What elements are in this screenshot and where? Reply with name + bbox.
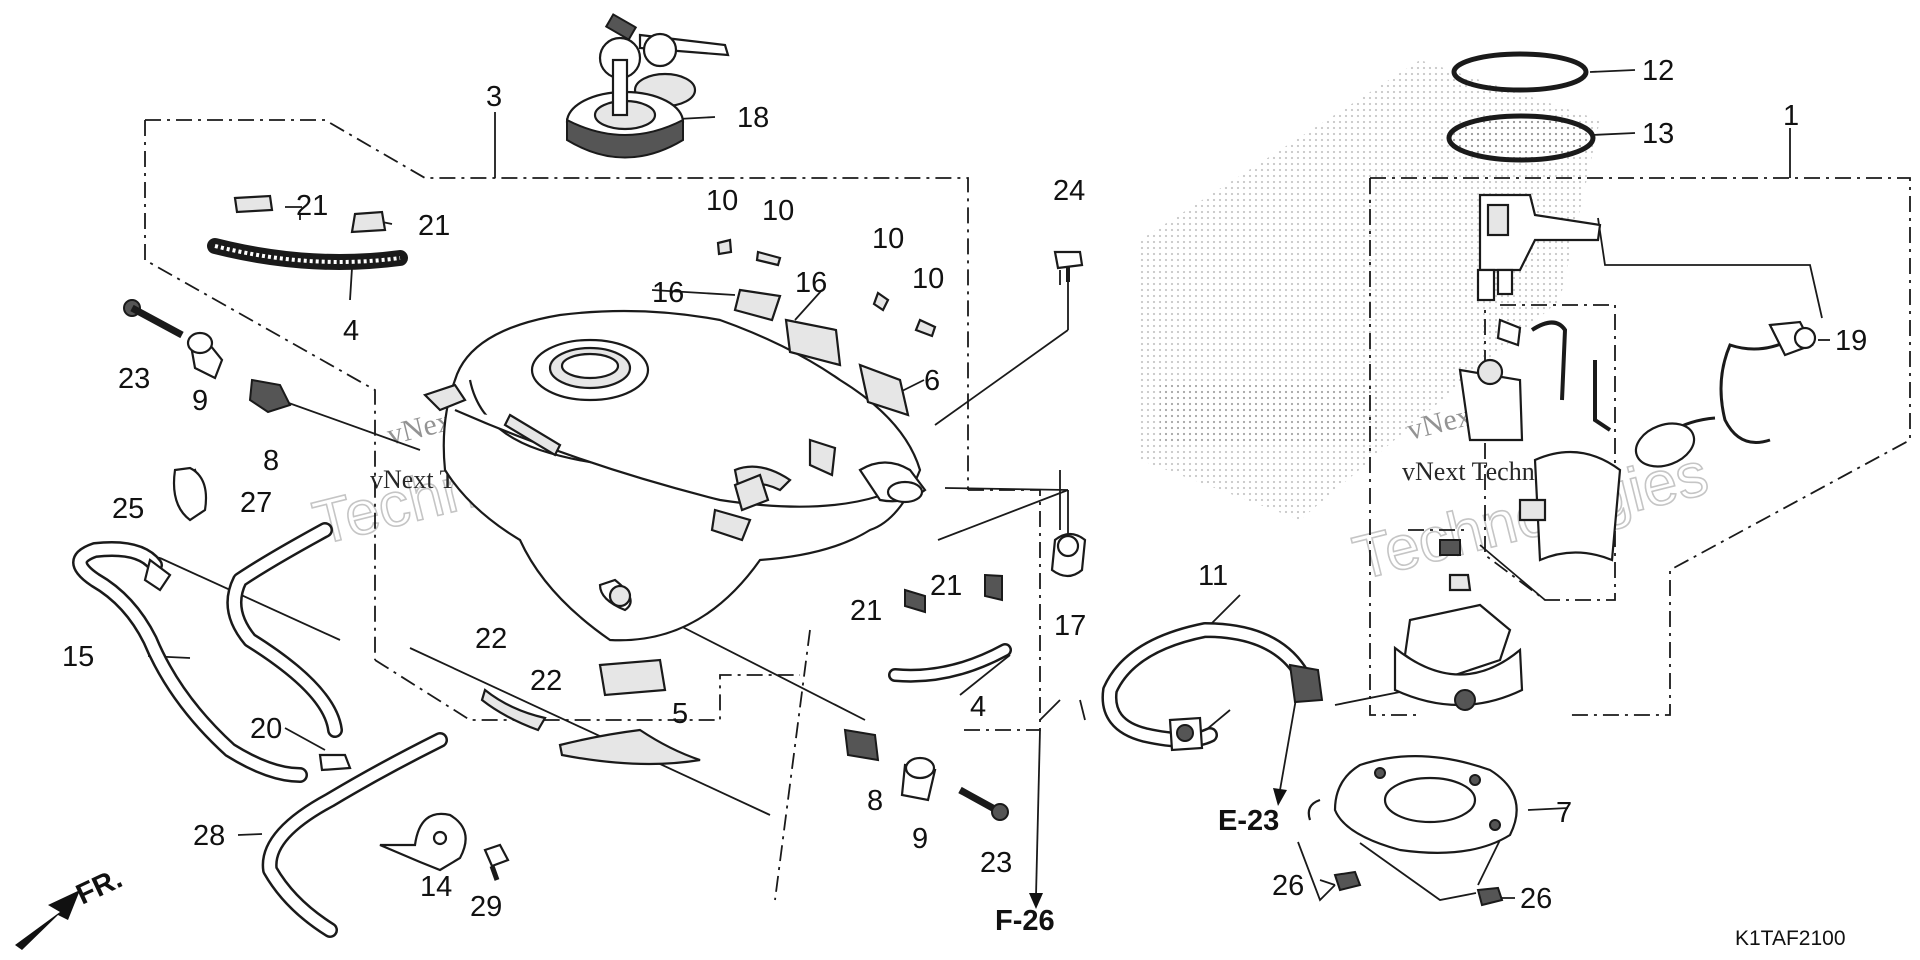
o-rings <box>1446 51 1596 163</box>
callout-26-left: 26 <box>1272 870 1304 902</box>
assembly-outline-pump <box>1369 177 1911 716</box>
callout-24: 24 <box>1053 175 1085 207</box>
direction-label: FR. <box>71 863 127 912</box>
mounting-hardware-right <box>843 250 1087 821</box>
callout-10-c: 10 <box>872 223 904 255</box>
fuel-hose-assembly <box>1101 622 1324 752</box>
reference-f26: F-26 <box>995 905 1055 937</box>
fuel-pump-unit <box>1393 193 1622 711</box>
callout-11: 11 <box>1198 560 1228 592</box>
bracket-and-bolt <box>379 812 510 881</box>
callout-8-left: 8 <box>263 445 279 477</box>
reference-arrows <box>1029 692 1298 909</box>
leader-lines <box>144 69 1830 902</box>
callout-4-top: 4 <box>343 315 359 347</box>
callout-22-b: 22 <box>530 665 562 697</box>
callout-22-a: 22 <box>475 623 507 655</box>
callout-15: 15 <box>62 641 94 673</box>
callout-16-a: 16 <box>652 277 684 309</box>
mounting-hardware-left <box>123 299 292 522</box>
callout-16-b: 16 <box>795 267 827 299</box>
callout-numbers: 1 3 4 4 5 6 7 8 8 9 9 10 10 10 10 11 12 … <box>62 55 1867 923</box>
callout-23-left: 23 <box>118 363 150 395</box>
callout-21-b: 21 <box>418 210 450 242</box>
reference-e23: E-23 <box>1218 805 1279 837</box>
callout-9-right: 9 <box>912 823 928 855</box>
callout-21-a: 21 <box>296 190 328 222</box>
under-tank-strips <box>480 658 701 766</box>
callout-17: 17 <box>1054 610 1086 642</box>
callout-4-bottom: 4 <box>970 691 986 723</box>
callout-10-a: 10 <box>706 185 738 217</box>
fuel-tank <box>422 309 927 642</box>
callout-10-d: 10 <box>912 263 944 295</box>
callout-3: 3 <box>486 81 502 113</box>
callout-13: 13 <box>1642 118 1674 150</box>
stickers-labels <box>716 238 937 417</box>
fuel-cap-with-keys <box>565 13 730 159</box>
rubber-strip-top <box>207 194 408 270</box>
callout-1: 1 <box>1783 100 1799 132</box>
callout-6: 6 <box>924 365 940 397</box>
callout-29: 29 <box>470 891 502 923</box>
callout-5: 5 <box>672 698 688 730</box>
dotted-logo-background <box>1140 60 1600 520</box>
diagram-code: K1TAF2100 <box>1735 927 1846 950</box>
callout-20: 20 <box>250 713 282 745</box>
callout-26-right: 26 <box>1520 883 1552 915</box>
callout-28: 28 <box>193 820 225 852</box>
fuel-level-sender <box>1634 320 1817 468</box>
callout-12: 12 <box>1642 55 1674 87</box>
callout-23-right: 23 <box>980 847 1012 879</box>
callout-8-right: 8 <box>867 785 883 817</box>
callout-21-d: 21 <box>930 570 962 602</box>
callout-19: 19 <box>1835 325 1867 357</box>
front-direction-arrow: FR. <box>15 863 127 950</box>
callout-18: 18 <box>737 102 769 134</box>
hoses-left <box>72 522 448 938</box>
pump-setting-plate <box>1307 755 1518 907</box>
assembly-outline-tank <box>144 119 1041 901</box>
callout-21-c: 21 <box>850 595 882 627</box>
callout-9-left: 9 <box>192 385 208 417</box>
callout-10-b: 10 <box>762 195 794 227</box>
callout-27: 27 <box>240 487 272 519</box>
callout-7: 7 <box>1556 797 1572 829</box>
callout-14: 14 <box>420 871 452 903</box>
callout-25: 25 <box>112 493 144 525</box>
